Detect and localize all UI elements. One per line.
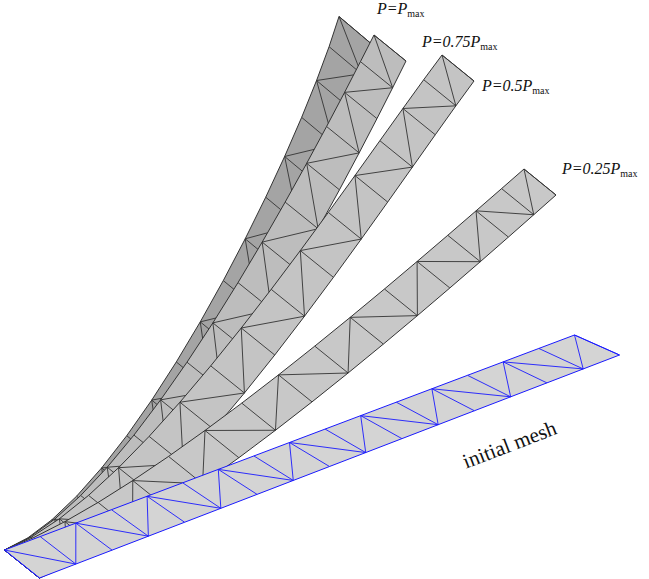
element-edge bbox=[339, 17, 361, 74]
element-edge bbox=[345, 92, 377, 118]
element-edge bbox=[241, 328, 275, 355]
mesh-outline bbox=[5, 335, 620, 578]
element-edge bbox=[374, 35, 393, 88]
element-edge bbox=[218, 469, 293, 480]
element-edge bbox=[348, 317, 350, 373]
element-edge bbox=[442, 55, 474, 81]
element-edge bbox=[503, 362, 510, 397]
element-edge bbox=[325, 429, 366, 453]
load-label: P=0.75Pmax bbox=[422, 34, 498, 52]
element-edge bbox=[76, 523, 149, 536]
element-edge bbox=[361, 416, 402, 439]
element-edge bbox=[328, 212, 361, 239]
element-edge bbox=[290, 443, 330, 467]
element-edge bbox=[183, 483, 221, 509]
element-edge bbox=[424, 80, 456, 106]
element-edge bbox=[111, 510, 148, 537]
element-edge bbox=[448, 235, 481, 261]
element-edge bbox=[218, 469, 257, 494]
element-edge bbox=[361, 416, 366, 453]
load-label: P=Pmax bbox=[377, 1, 425, 19]
element-edge bbox=[5, 550, 76, 564]
element-edge bbox=[211, 366, 245, 393]
element-edge bbox=[307, 163, 340, 190]
element-edge bbox=[147, 496, 221, 508]
element-edge bbox=[75, 523, 76, 564]
load-label: P=0.25Pmax bbox=[562, 161, 638, 179]
element-edge bbox=[147, 496, 148, 536]
element-edge bbox=[285, 202, 318, 229]
element-edge bbox=[432, 389, 511, 397]
element-edge bbox=[307, 163, 318, 228]
element-edge bbox=[417, 261, 450, 288]
element-edge bbox=[476, 211, 480, 262]
element-edge bbox=[468, 375, 511, 397]
element-edge bbox=[300, 251, 304, 317]
element-edge bbox=[279, 373, 349, 375]
element-edge bbox=[300, 251, 333, 278]
element-edge bbox=[242, 403, 276, 430]
initial-mesh bbox=[5, 335, 620, 578]
element-edge bbox=[361, 416, 438, 425]
element-edge bbox=[5, 550, 40, 578]
element-edge bbox=[275, 375, 278, 430]
element-edge bbox=[307, 153, 359, 163]
element-edge bbox=[350, 317, 383, 344]
element-edge bbox=[403, 109, 413, 168]
element-edge bbox=[218, 469, 221, 508]
element-edge bbox=[503, 362, 583, 369]
element-edge bbox=[442, 55, 456, 106]
element-edge bbox=[345, 88, 393, 93]
element-edge bbox=[205, 430, 275, 431]
element-edge bbox=[524, 169, 534, 215]
mesh-label: initial mesh bbox=[460, 418, 560, 473]
element-edge bbox=[417, 261, 480, 262]
element-edge bbox=[355, 167, 413, 175]
element-edge bbox=[76, 523, 112, 550]
element-edge bbox=[180, 393, 244, 402]
element-edge bbox=[417, 261, 418, 315]
element-edge bbox=[384, 289, 417, 316]
element-edge bbox=[476, 211, 508, 237]
element-edge bbox=[241, 328, 244, 393]
element-edge bbox=[396, 402, 438, 425]
element-edge bbox=[432, 389, 438, 425]
element-edge bbox=[241, 316, 304, 328]
element-edge bbox=[476, 211, 534, 215]
element-edge bbox=[279, 375, 313, 402]
element-edge bbox=[271, 289, 304, 316]
element-edge bbox=[403, 109, 435, 135]
element-edge bbox=[575, 335, 584, 369]
load-label: P=0.5Pmax bbox=[482, 78, 550, 96]
element-edge bbox=[345, 92, 360, 153]
element-edge bbox=[205, 430, 239, 457]
element-edge bbox=[350, 316, 417, 318]
element-edge bbox=[380, 141, 413, 167]
element-edge bbox=[355, 176, 361, 239]
element-edge bbox=[315, 346, 348, 373]
element-edge bbox=[575, 335, 620, 355]
element-edge bbox=[355, 176, 388, 203]
element-edge bbox=[290, 443, 294, 481]
element-edge bbox=[254, 456, 293, 481]
element-edge bbox=[147, 496, 185, 522]
element-edge bbox=[40, 537, 76, 565]
element-edge bbox=[180, 402, 214, 429]
element-edge bbox=[403, 106, 456, 109]
element-edge bbox=[300, 239, 361, 251]
element-edge bbox=[327, 127, 360, 153]
element-edge bbox=[290, 443, 366, 453]
